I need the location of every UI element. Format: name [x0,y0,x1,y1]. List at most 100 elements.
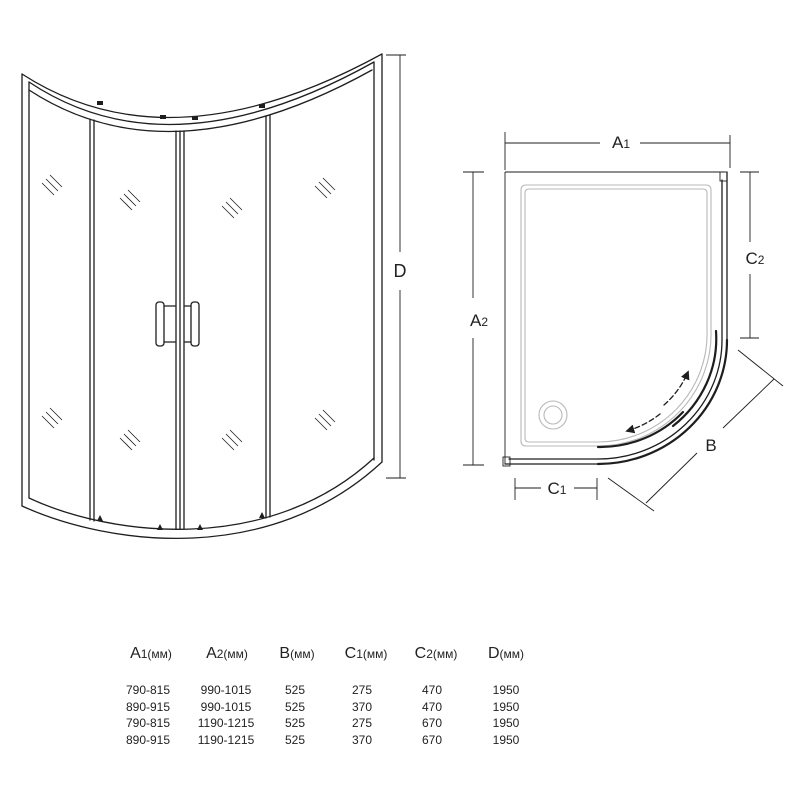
dimension-d-label: D [394,261,407,281]
dimension-a1-label: A1 [612,133,630,152]
table-row: 790-815 1190-1215 525 275 670 1950 [126,716,520,730]
hatch-line [225,433,239,447]
enclosure-plan: A1 A2 C2 [463,132,784,512]
header-c1: C1(мм) [345,645,388,662]
glass-reflection-mark [314,177,336,199]
hatch-line [119,197,133,211]
dimension-a1: A1 [504,132,731,170]
glass-reflection-mark [41,174,63,196]
dimension-c1-label: C1 [548,479,567,498]
left-wall-profile [502,456,511,467]
right-door-handle [184,301,200,347]
glass-hatch-marks [41,174,336,451]
header-c2: C2(мм) [415,645,458,662]
header-a2: A2(мм) [206,645,248,662]
table-cell: 370 [352,733,372,747]
dimension-a2-label: A2 [470,311,488,330]
table-cell: 990-1015 [201,683,252,697]
table-cell: 890-915 [126,733,170,747]
top-roller [259,104,265,108]
hatch-line [221,437,235,451]
drain-outer [538,400,568,430]
top-frame-inner [28,69,373,133]
curved-frame-outer [596,338,729,466]
table-cell: 525 [285,733,305,747]
dimension-table: A1(мм) A2(мм) B(мм) C1(мм) C2(мм) D(мм) … [126,645,524,747]
glass-reflection-mark [119,429,141,451]
bottom-guide [197,524,203,530]
hatch-line [318,181,332,195]
shower-tray-outline [520,184,712,447]
slide-arrow-left-door [625,413,661,434]
hatch-line [229,429,243,443]
dimension-b: B [607,349,784,512]
hatch-line [229,197,243,211]
table-row: 790-815 990-1015 525 275 470 1950 [126,683,520,697]
hatch-line [45,178,59,192]
bottom-guide [259,512,265,518]
header-d: D(мм) [488,645,524,662]
drain-inner [543,405,563,425]
table-cell: 275 [352,716,372,730]
dimension-a2: A2 [463,171,488,466]
header-a1: A1(мм) [130,645,172,662]
table-header-row: A1(мм) A2(мм) B(мм) C1(мм) C2(мм) D(мм) [130,645,524,662]
hatch-line [221,205,235,219]
header-b: B(мм) [279,645,314,662]
table-cell: 275 [352,683,372,697]
table-cell: 470 [422,700,442,714]
hatch-line [314,417,328,431]
top-roller [192,116,198,120]
hatch-line [225,201,239,215]
hatch-line [127,429,141,443]
curved-door-left [596,410,685,449]
table-cell: 1190-1215 [198,733,255,747]
shower-tray-inner [524,188,708,443]
bottom-frame-outer [21,461,383,539]
top-frame-middle [28,61,375,126]
table-cell: 470 [422,683,442,697]
hatch-line [322,177,336,191]
left-door-handle [155,301,176,347]
hatch-line [49,407,63,421]
hatch-line [314,185,328,199]
door-rollers [97,101,265,530]
table-cell: 525 [285,716,305,730]
curved-frame-inner [597,339,723,460]
table-cell: 1950 [493,700,520,714]
glass-reflection-mark [41,407,63,429]
table-cell: 525 [285,700,305,714]
top-frame-outer [21,53,383,119]
glass-reflection-mark [314,409,336,431]
glass-reflection-mark [119,189,141,211]
table-cell: 370 [352,700,372,714]
table-cell: 525 [285,683,305,697]
hatch-line [119,437,133,451]
table-cell: 890-915 [126,700,170,714]
glass-reflection-mark [221,197,243,219]
table-cell: 670 [422,733,442,747]
hatch-line [49,174,63,188]
hatch-line [123,433,137,447]
slide-arrow-right-door [663,370,690,406]
table-row: 890-915 1190-1215 525 370 670 1950 [126,733,520,747]
glass-reflection-mark [221,429,243,451]
top-roller [97,101,103,105]
hatch-line [123,193,137,207]
table-cell: 670 [422,716,442,730]
table-cell: 990-1015 [201,700,252,714]
dimension-c2: C2 [740,171,765,339]
hatch-line [41,415,55,429]
bottom-frame-inner [28,457,375,530]
bottom-guide [157,524,163,530]
right-wall-profile [719,171,728,182]
hatch-line [127,189,141,203]
top-roller [160,115,166,119]
table-cell: 790-815 [126,716,170,730]
table-cell: 1950 [493,733,520,747]
hatch-line [41,182,55,196]
dimension-d: D [386,54,407,479]
hatch-line [322,409,336,423]
table-row: 890-915 990-1015 525 370 470 1950 [126,700,520,714]
